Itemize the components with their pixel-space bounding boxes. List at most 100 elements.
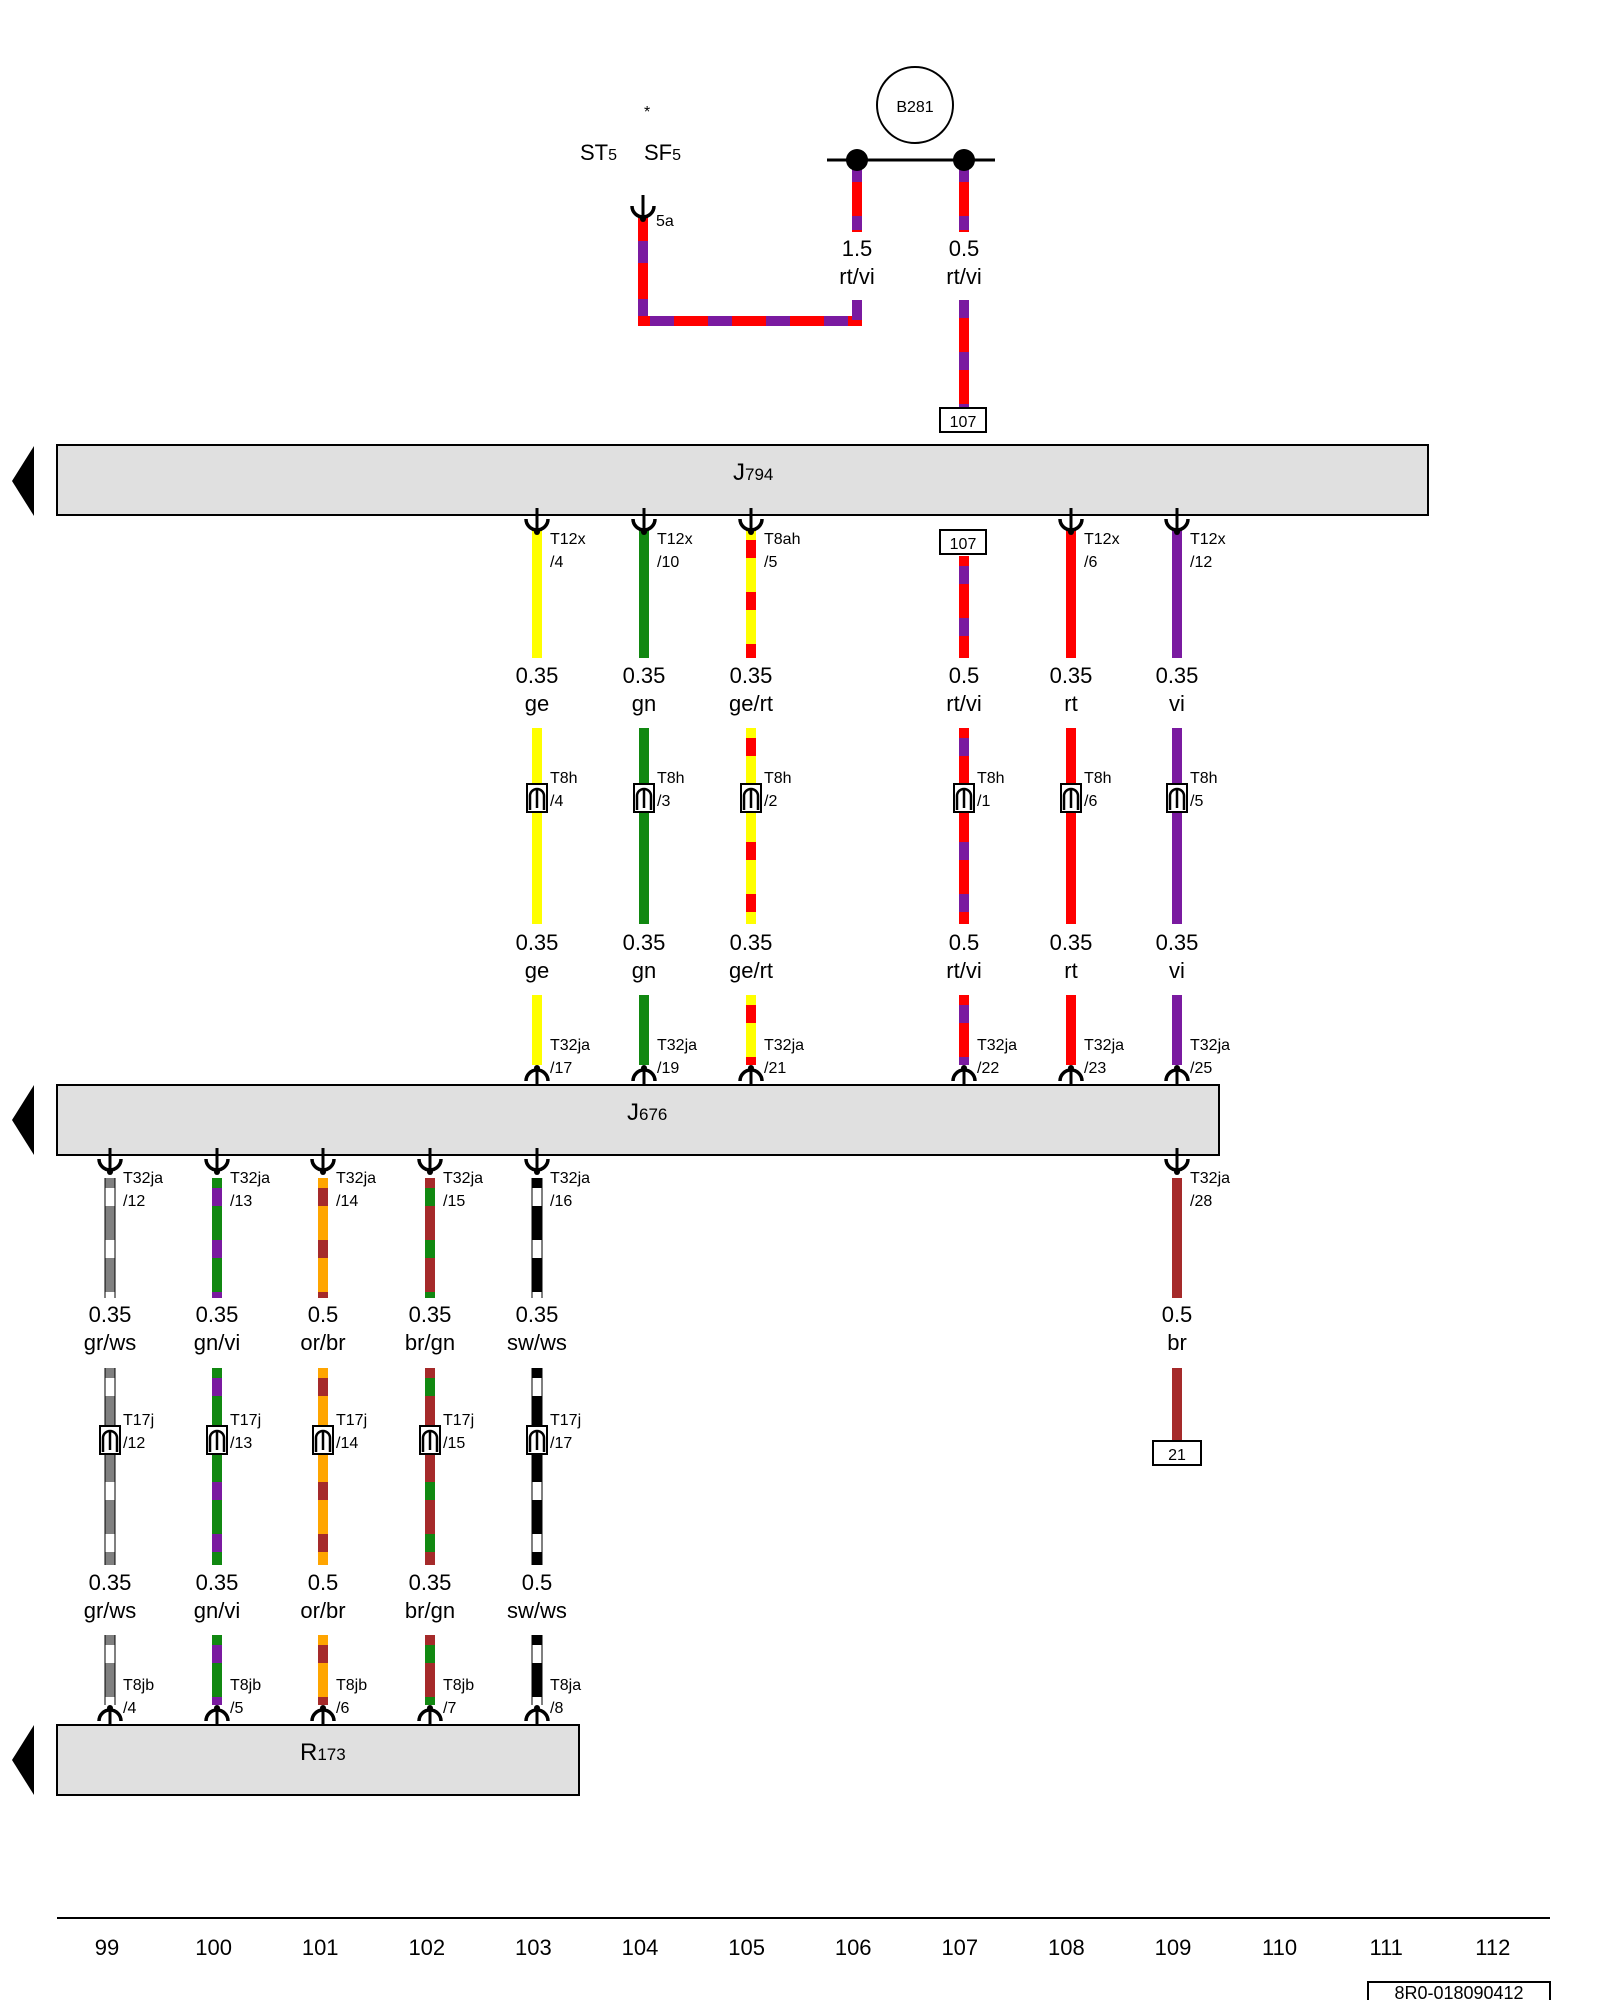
lower-wire-color-2: gn/vi xyxy=(194,1598,240,1623)
lower-term1-name: T32ja xyxy=(230,1170,270,1187)
lower-wire-segment-1 xyxy=(531,1178,543,1298)
upper-term2-name: T8h xyxy=(1084,770,1112,787)
upper-wire-size-1: 0.35 xyxy=(1156,663,1199,688)
upper-term2-pin: /5 xyxy=(1190,793,1203,810)
j676-label: J676 xyxy=(627,1099,667,1126)
lower-wire-size-2: 0.35 xyxy=(196,1570,239,1595)
upper-term2-name: T8h xyxy=(977,770,1005,787)
scale-tick-label: 112 xyxy=(1475,1935,1510,1960)
b281-circle xyxy=(876,66,954,144)
lower-term1-pin: /13 xyxy=(230,1193,252,1210)
scale-tick-label: 110 xyxy=(1262,1935,1297,1960)
scale-tick-label: 99 xyxy=(95,1935,119,1960)
inline-connector-t8h xyxy=(739,782,763,814)
upper-term3-pin: /19 xyxy=(657,1060,679,1077)
lower-wire-segment-2 xyxy=(531,1368,543,1565)
lower-wire-color-1: gr/ws xyxy=(84,1330,137,1355)
wire-sf5-rtvi xyxy=(638,215,862,326)
sheet-id: 8R0-018090412 xyxy=(1394,1983,1523,2000)
upper-term3-name: T32ja xyxy=(1084,1037,1124,1054)
b281-label: B281 xyxy=(896,99,933,116)
upper-term3-pin: /25 xyxy=(1190,1060,1212,1077)
lower-wire-color-2: or/br xyxy=(300,1598,345,1623)
splice-106 xyxy=(846,149,868,171)
inline-connector-t8h xyxy=(1165,782,1189,814)
upper-term1-name: T12x xyxy=(550,531,586,548)
upper-wire-size-2: 0.35 xyxy=(516,930,559,955)
lower-term2-name: T17j xyxy=(336,1412,367,1429)
lower-wire-size-1: 0.35 xyxy=(196,1302,239,1327)
asterisk-marker: * xyxy=(644,104,650,121)
lower-term3-pin: /8 xyxy=(550,1700,563,1717)
lower-term1-name: T32ja xyxy=(123,1170,163,1187)
wire-109-term-name: T32ja xyxy=(1190,1170,1230,1187)
wire-106-size: 1.5 xyxy=(842,236,873,261)
sheet-id-box xyxy=(1367,1981,1551,2000)
sf5-pin-5a-connector xyxy=(630,193,656,224)
splice-107 xyxy=(953,149,975,171)
upper-term3-name: T32ja xyxy=(657,1037,697,1054)
ref-107-mid: 107 xyxy=(950,536,977,553)
upper-term1-name: T12x xyxy=(1190,531,1226,548)
upper-wire-size-1: 0.35 xyxy=(516,663,559,688)
inline-connector-t17j xyxy=(525,1424,549,1456)
upper-wire-color-1: rt/vi xyxy=(946,691,981,716)
upper-wire-color-2: vi xyxy=(1169,958,1185,983)
lower-wire-size-1: 0.35 xyxy=(516,1302,559,1327)
lower-term3-name: T8jb xyxy=(230,1677,261,1694)
upper-wire-size-1: 0.35 xyxy=(730,663,773,688)
upper-wire-size-2: 0.5 xyxy=(949,930,980,955)
lower-term2-name: T17j xyxy=(550,1412,581,1429)
sf5-label: SF5 xyxy=(644,140,681,165)
inline-connector-t8h xyxy=(1059,782,1083,814)
lower-wire-color-1: br/gn xyxy=(405,1330,455,1355)
upper-term3-name: T32ja xyxy=(550,1037,590,1054)
lower-term1-pin: /14 xyxy=(336,1193,358,1210)
scale-tick-label: 108 xyxy=(1048,1935,1085,1960)
scale-tick-label: 103 xyxy=(515,1935,552,1960)
scale-tick-label: 105 xyxy=(728,1935,765,1960)
upper-wire-group: T12x/40.35geT8h/40.35geT32ja/17T12x/100.… xyxy=(516,506,1230,1094)
upper-wire-size-2: 0.35 xyxy=(1156,930,1199,955)
upper-term1-pin: /4 xyxy=(550,554,563,571)
upper-term3-pin: /22 xyxy=(977,1060,999,1077)
j794-label: J794 xyxy=(733,459,773,486)
scale-tick-label: 104 xyxy=(622,1935,659,1960)
lower-term2-name: T17j xyxy=(230,1412,261,1429)
lower-wire-color-2: br/gn xyxy=(405,1598,455,1623)
upper-term2-name: T8h xyxy=(1190,770,1218,787)
upper-term1-pin: /10 xyxy=(657,554,679,571)
upper-wire-size-1: 0.35 xyxy=(1050,663,1093,688)
lower-wire-color-1: gn/vi xyxy=(194,1330,240,1355)
ref-box-107-top xyxy=(939,407,987,433)
lower-wire-size-2: 0.5 xyxy=(522,1570,553,1595)
inline-connector-t8h xyxy=(525,782,549,814)
lower-wire-color-1: sw/ws xyxy=(507,1330,567,1355)
lower-term3-pin: /4 xyxy=(123,1700,136,1717)
lower-term2-pin: /12 xyxy=(123,1435,145,1452)
upper-term2-pin: /1 xyxy=(977,793,990,810)
upper-term3-name: T32ja xyxy=(1190,1037,1230,1054)
upper-term1-name: T8ah xyxy=(764,531,800,548)
lower-wire-segment-3 xyxy=(531,1635,543,1705)
upper-wire-color-1: gn xyxy=(632,691,656,716)
lower-term1-name: T32ja xyxy=(336,1170,376,1187)
lower-term3-name: T8jb xyxy=(443,1677,474,1694)
lower-term3-pin: /5 xyxy=(230,1700,243,1717)
continuation-arrow-j794 xyxy=(12,446,34,516)
st5-label: ST5 xyxy=(580,140,617,165)
lower-term1-pin: /15 xyxy=(443,1193,465,1210)
lower-term2-pin: /17 xyxy=(550,1435,572,1452)
lower-wire-size-2: 0.35 xyxy=(409,1570,452,1595)
wire-109-size: 0.5 xyxy=(1162,1302,1193,1327)
upper-term1-pin: /12 xyxy=(1190,554,1212,571)
lower-term1-name: T32ja xyxy=(443,1170,483,1187)
scale-tick-label: 111 xyxy=(1369,1935,1402,1960)
lower-wire-size-1: 0.35 xyxy=(409,1302,452,1327)
upper-wire-color-1: ge xyxy=(525,691,549,716)
upper-term2-name: T8h xyxy=(550,770,578,787)
upper-term2-name: T8h xyxy=(764,770,792,787)
upper-wire-size-2: 0.35 xyxy=(623,930,666,955)
